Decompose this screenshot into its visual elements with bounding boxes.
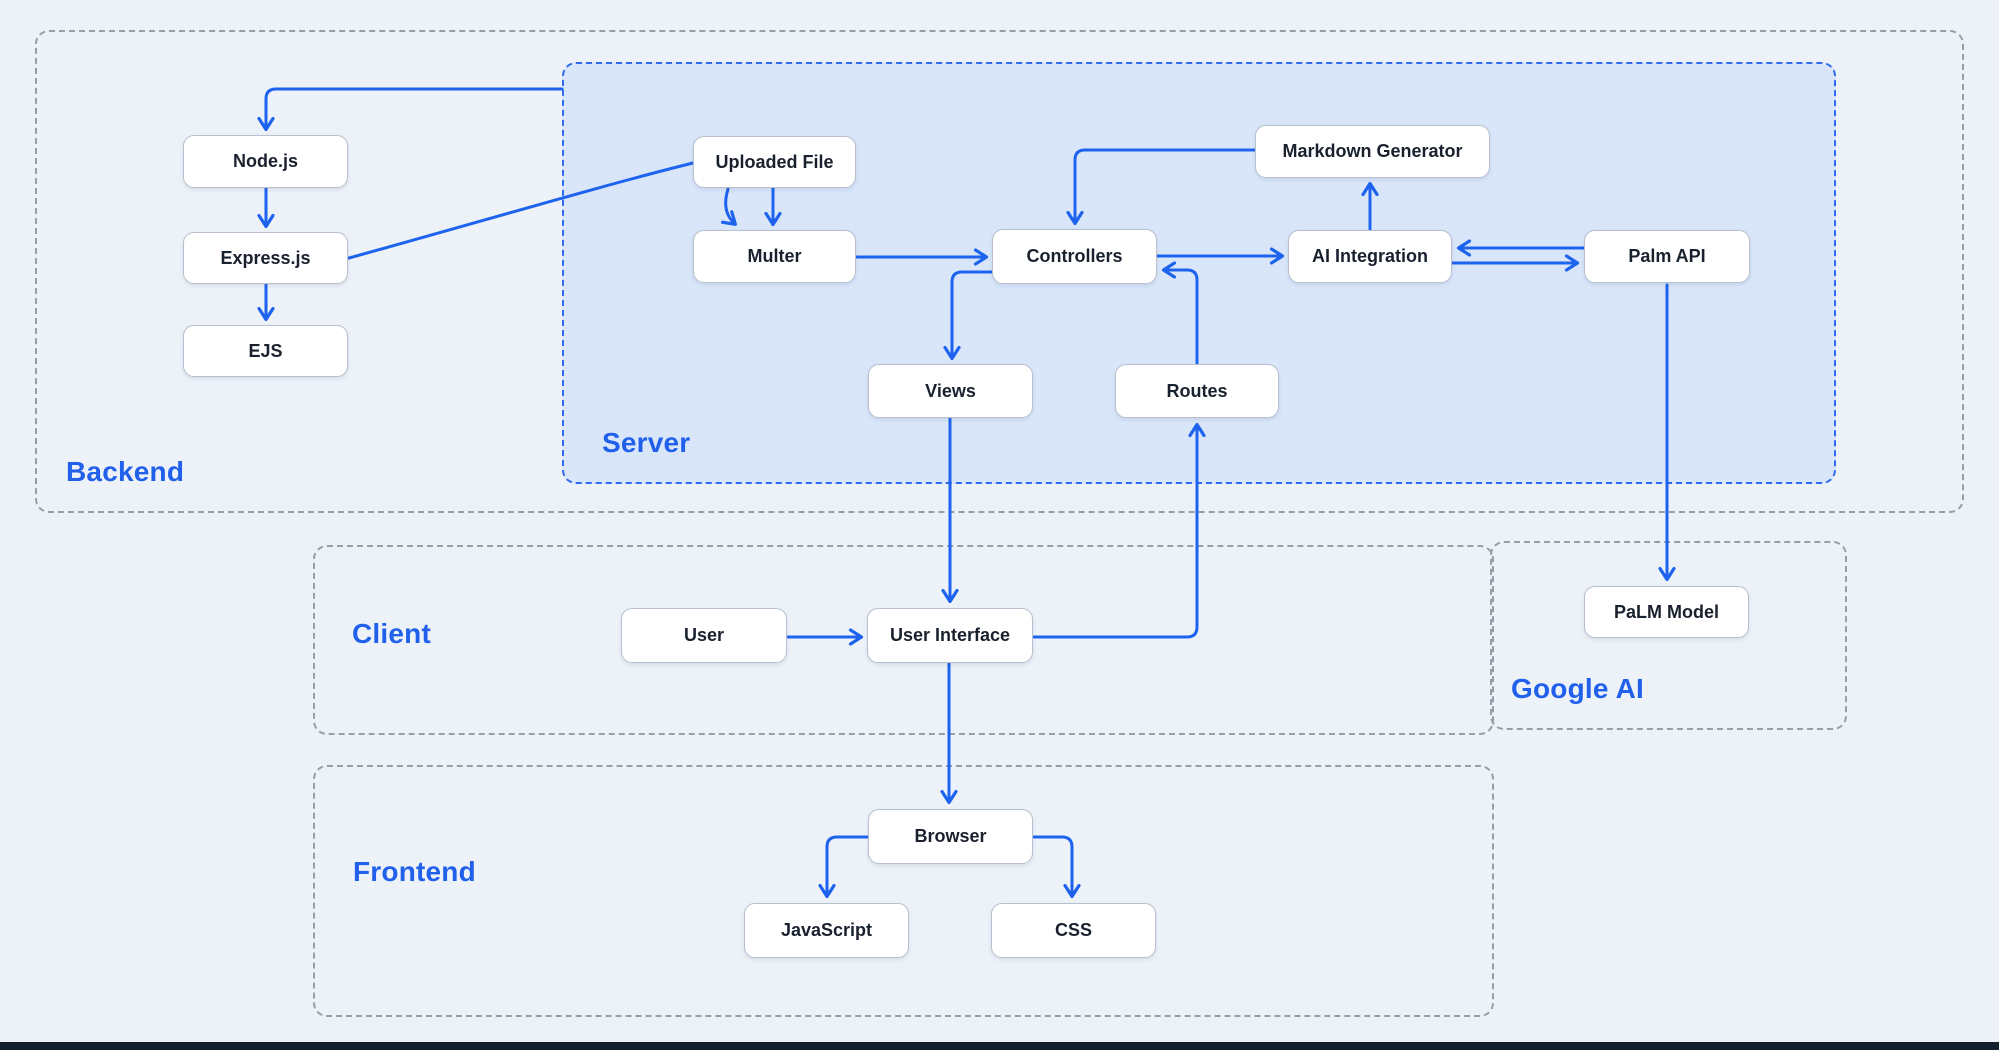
google-ai-group — [1490, 541, 1847, 730]
node-expressjs-label: Express.js — [220, 247, 311, 268]
node-markdown-generator-label: Markdown Generator — [1282, 141, 1463, 161]
client-group — [313, 545, 1494, 735]
backend-label: Backend — [66, 456, 185, 487]
node-user: User — [621, 608, 787, 663]
node-expressjs: Express.js — [183, 232, 348, 284]
node-palm-api-label: Palm API — [1628, 246, 1706, 266]
node-css: CSS — [991, 903, 1156, 958]
client-label: Client — [352, 618, 431, 649]
node-ai-integration-label: AI Integration — [1312, 246, 1428, 266]
node-routes-label: Routes — [1166, 380, 1228, 401]
node-javascript: JavaScript — [744, 903, 909, 958]
frontend-group — [313, 765, 1494, 1017]
node-browser: Browser — [868, 809, 1033, 864]
node-javascript-label: JavaScript — [780, 920, 873, 940]
node-nodejs-label: Node.js — [232, 151, 298, 171]
node-palm-model-label: PaLM Model — [1613, 601, 1719, 622]
bottom-window-edge — [0, 1042, 1999, 1050]
node-nodejs: Node.js — [183, 135, 348, 188]
google-ai-label: Google AI — [1511, 673, 1644, 704]
node-controllers-label: Controllers — [1026, 246, 1123, 266]
node-multer-label: Multer — [747, 246, 802, 266]
frontend-label: Frontend — [353, 856, 476, 887]
node-user-interface-label: User Interface — [889, 625, 1011, 645]
node-ejs-label: EJS — [248, 340, 283, 361]
node-user-interface: User Interface — [867, 608, 1033, 663]
node-browser-label: Browser — [914, 826, 987, 846]
node-css-label: CSS — [1054, 920, 1092, 940]
node-palm-model: PaLM Model — [1584, 586, 1749, 638]
node-ai-integration: AI Integration — [1288, 230, 1452, 283]
backend-group — [35, 30, 1964, 513]
node-routes: Routes — [1115, 364, 1279, 418]
node-palm-api: Palm API — [1584, 230, 1750, 283]
node-markdown-generator: Markdown Generator — [1255, 125, 1490, 178]
node-ejs: EJS — [183, 325, 348, 377]
node-user-label: User — [683, 625, 725, 645]
node-multer: Multer — [693, 230, 856, 283]
node-views-label: Views — [925, 380, 976, 401]
node-controllers: Controllers — [992, 229, 1157, 284]
node-views: Views — [868, 364, 1033, 418]
node-uploaded-file: Uploaded File — [693, 136, 856, 188]
node-uploaded-file-label: Uploaded File — [715, 151, 834, 172]
server-label: Server — [602, 427, 691, 458]
